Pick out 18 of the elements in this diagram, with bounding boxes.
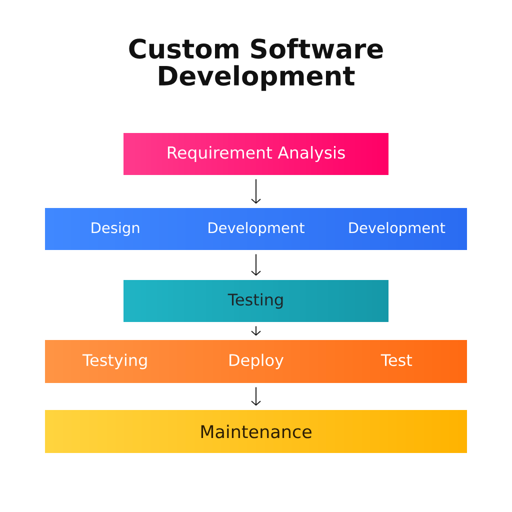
process-band: Maintenance: [45, 410, 467, 453]
node-label: Deploy: [230, 354, 284, 370]
process-box: Testing: [124, 280, 388, 322]
arrow: [251, 386, 261, 406]
process-band: Testying Deploy Test: [45, 340, 467, 383]
process-box: Requirement Analysis: [124, 133, 388, 175]
node-label: Testing: [228, 293, 283, 309]
arrow: [251, 178, 261, 204]
node-label: Design: [92, 222, 140, 236]
arrow: [251, 254, 261, 276]
title: Custom Software Development: [129, 38, 383, 91]
node-label: Maintenance: [201, 424, 312, 438]
node-label: Requirement Analysis: [168, 146, 345, 162]
node-label: Development: [208, 222, 304, 236]
process-band: Design Development Development: [45, 208, 467, 250]
node-label: Testying: [82, 354, 147, 370]
node-label: Development: [349, 222, 446, 236]
node-label: Test: [380, 354, 412, 366]
